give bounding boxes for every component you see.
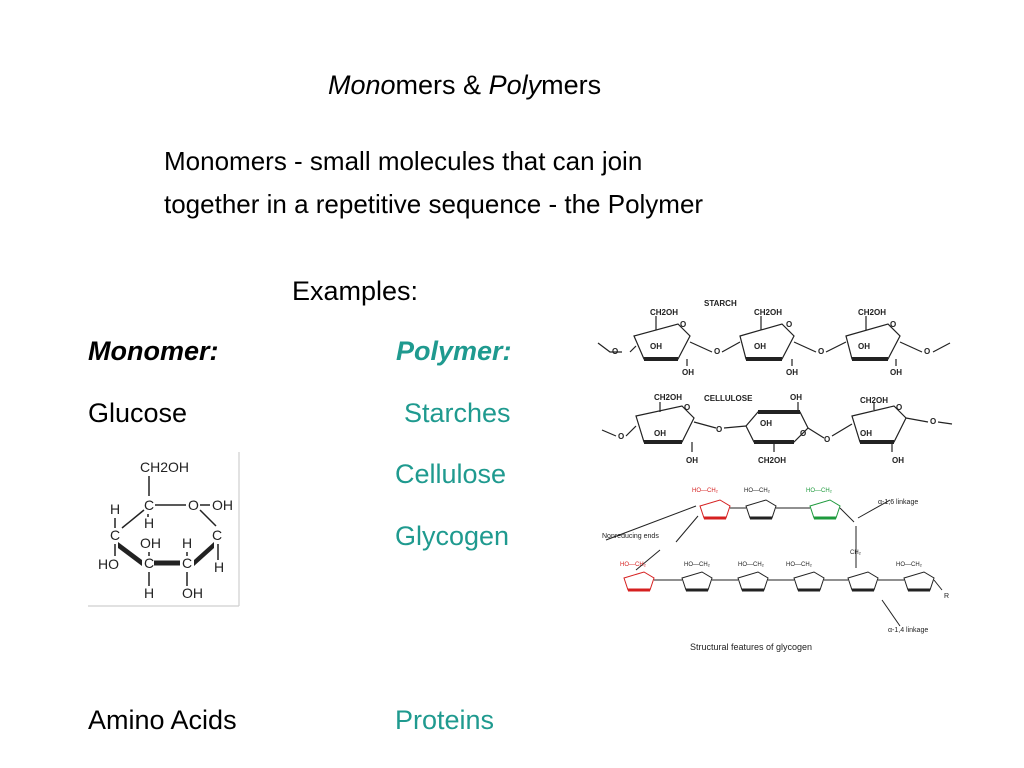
starch-ch2oh-2: CH2OH (754, 308, 782, 317)
polymer-cellulose: Cellulose (395, 459, 507, 489)
glycogen-r-label: R (944, 593, 949, 600)
starch-oh-6: OH (890, 368, 902, 377)
cellulose-ch2oh-2: CH2OH (860, 396, 888, 405)
title-mers: mers (541, 70, 602, 100)
glucose-h-c4: H (110, 501, 120, 517)
starch-oh-1: OH (650, 342, 662, 351)
definition-line-2: together in a repetitive sequence - the … (164, 189, 704, 219)
starch-oh-5: OH (786, 368, 798, 377)
svg-text:HO—CH₂: HO—CH₂ (806, 488, 833, 494)
cellulose-structure: CELLULOSE CH2OH CH2OH CH2OH OH O O O O O (601, 393, 953, 465)
svg-text:HO—CH₂: HO—CH₂ (620, 562, 647, 568)
svg-text:CH₂: CH₂ (850, 550, 862, 556)
svg-text:HO—CH₂: HO—CH₂ (684, 562, 711, 568)
cellulose-oh-3: OH (760, 419, 772, 428)
cellulose-oh-5: OH (686, 456, 698, 465)
glucose-h-c2: H (182, 535, 192, 551)
glucose-c4: C (110, 527, 120, 543)
starch-o-3: O (890, 320, 896, 329)
polymer-starches: Starches (404, 398, 511, 428)
starch-oh-2: OH (754, 342, 766, 351)
starch-o-5: O (714, 347, 720, 356)
glucose-ring-o: O (188, 497, 199, 513)
polymer-proteins: Proteins (395, 705, 495, 735)
monomer-glucose: Glucose (88, 398, 188, 428)
definition-line-1: Monomers - small molecules that can join (164, 146, 643, 176)
glycogen-nonreducing-label: Nonreducing ends (602, 533, 659, 540)
polymer-glycogen: Glycogen (395, 521, 510, 551)
starch-oh-4: OH (682, 368, 694, 377)
glucose-h-c1: H (214, 559, 224, 575)
starch-ch2oh-1: CH2OH (650, 308, 678, 317)
cellulose-oh-1: OH (790, 393, 802, 402)
glycogen-structure: HO—CH₂ HO—CH₂ HO—CH₂ HO—CH₂ HO—CH₂ HO—CH… (602, 488, 949, 652)
glycogen-alpha16-label: α-1,6 linkage (878, 499, 918, 506)
examples-label: Examples: (292, 276, 419, 306)
glucose-h-c3: H (144, 585, 154, 601)
glucose-c2: C (182, 555, 192, 571)
glucose-ho-c4: HO (98, 556, 119, 572)
glycogen-caption: Structural features of glycogen (690, 642, 812, 652)
title-mers-and: mers & (395, 70, 489, 100)
cellulose-o-2: O (896, 403, 902, 412)
title-poly: Poly (488, 70, 542, 100)
starch-o-1: O (680, 320, 686, 329)
starch-o-2: O (786, 320, 792, 329)
starch-o-7: O (924, 347, 930, 356)
monomer-amino-acids: Amino Acids (88, 705, 237, 735)
starch-label: STARCH (704, 299, 737, 308)
cellulose-o-4: O (716, 425, 722, 434)
starch-o-4: O (612, 347, 618, 356)
cellulose-oh-6: OH (892, 456, 904, 465)
starch-o-6: O (818, 347, 824, 356)
glucose-c1: C (212, 527, 222, 543)
glucose-oh-c2: OH (182, 585, 203, 601)
cellulose-ch2oh-1: CH2OH (654, 393, 682, 402)
starch-oh-3: OH (858, 342, 870, 351)
glucose-ch2oh: CH2OH (140, 459, 189, 475)
cellulose-ch2oh-3: CH2OH (758, 456, 786, 465)
glucose-c3: C (144, 555, 154, 571)
svg-text:HO—CH₂: HO—CH₂ (692, 488, 719, 494)
glucose-c5: C (144, 497, 154, 513)
cellulose-o-1: O (684, 403, 690, 412)
glucose-oh-c1: OH (212, 497, 233, 513)
title-mono: Mono (328, 70, 396, 100)
glucose-oh-c3: OH (140, 535, 161, 551)
svg-text:HO—CH₂: HO—CH₂ (786, 562, 813, 568)
cellulose-o-5: O (824, 435, 830, 444)
glycogen-alpha14-label: α-1,4 linkage (888, 627, 928, 634)
svg-text:HO—CH₂: HO—CH₂ (744, 488, 771, 494)
cellulose-label: CELLULOSE (704, 394, 753, 403)
glucose-h-c5: H (144, 515, 154, 531)
monomer-header: Monomer: (88, 336, 219, 366)
svg-text:HO—CH₂: HO—CH₂ (738, 562, 765, 568)
svg-text:HO—CH₂: HO—CH₂ (896, 562, 923, 568)
cellulose-o-6: O (930, 417, 936, 426)
glucose-structure: CH2OH C O OH H H C C OH H HO C C H H OH (88, 452, 240, 607)
cellulose-o-7: O (800, 429, 806, 438)
cellulose-o-3: O (618, 432, 624, 441)
page-title: Monomers & Polymers (328, 70, 601, 101)
cellulose-oh-4: OH (860, 429, 872, 438)
starch-ch2oh-3: CH2OH (858, 308, 886, 317)
cellulose-oh-2: OH (654, 429, 666, 438)
starch-structure: STARCH CH2OH CH2OH CH2OH O O O O O O O O… (597, 299, 951, 377)
polymer-header: Polymer: (396, 336, 512, 366)
